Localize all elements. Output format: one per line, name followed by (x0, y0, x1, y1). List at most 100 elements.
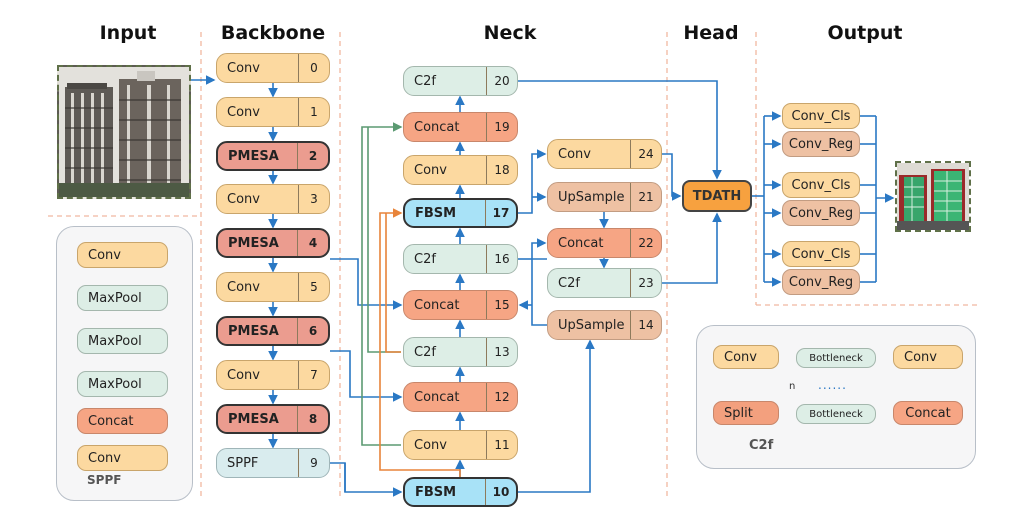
backbone-block-index: 2 (297, 143, 328, 169)
input-image (57, 65, 191, 199)
backbone-block-name: Conv (227, 367, 260, 383)
output-conv-cls-0[interactable]: Conv_Cls (782, 103, 860, 129)
fbsm17-to-conv24-arrow (518, 149, 547, 214)
c2f-concat[interactable]: Concat (893, 401, 963, 425)
neck-block-index: 15 (486, 291, 517, 319)
neck-block-15[interactable]: Concat 15 (403, 290, 518, 320)
header-neck: Neck (483, 22, 537, 44)
neck-side-block-index: 14 (630, 311, 661, 339)
backbone-block-index: 0 (298, 54, 329, 82)
header-backbone: Backbone (220, 22, 326, 44)
conv24-to-tdath-arrow (662, 153, 682, 201)
header-output: Output (827, 22, 903, 44)
neck-block-name: Concat (414, 297, 460, 313)
backbone-block-name: PMESA (228, 148, 279, 164)
neck-block-20[interactable]: C2f 20 (403, 66, 518, 96)
pmesa4-to-concat15-arrow (330, 258, 403, 310)
output-conv-reg-0[interactable]: Conv_Reg (782, 131, 860, 157)
neck-block-index: 12 (486, 383, 517, 411)
neck-block-index: 10 (485, 479, 516, 505)
sppf-block-1[interactable]: MaxPool (77, 285, 168, 311)
conv-reg-label: Conv_Reg (788, 274, 854, 290)
head-tdath-block[interactable]: TDATH (682, 180, 752, 212)
output-conv-cls-2[interactable]: Conv_Cls (782, 241, 860, 267)
sppf-block-label: MaxPool (88, 333, 142, 349)
c2f-conv-out[interactable]: Conv (893, 345, 963, 369)
c2f20-to-tdath-arrow (518, 80, 722, 180)
backbone-block-index: 1 (298, 98, 329, 126)
sppf-block-label: Conv (88, 247, 121, 263)
backbone-block-name: Conv (227, 60, 260, 76)
neck-block-index: 17 (485, 200, 516, 226)
backbone-block-0[interactable]: Conv 0 (216, 53, 330, 83)
neck-side-block-22[interactable]: Concat 22 (547, 228, 662, 258)
neck-block-name: C2f (414, 344, 436, 360)
backbone-block-index: 6 (297, 318, 328, 344)
c2f-bottleneck-top-label: Bottleneck (809, 352, 863, 364)
sppf-block-label: MaxPool (88, 376, 142, 392)
conv-cls-label: Conv_Cls (791, 108, 851, 124)
c2f13-to-fbsm17-line (385, 213, 401, 353)
sppf-block-5[interactable]: Conv (77, 445, 168, 471)
conv-reg-label: Conv_Reg (788, 136, 854, 152)
backbone-block-name: Conv (227, 279, 260, 295)
c2f13-to-concat19-line (367, 127, 401, 353)
sppf-block-label: Concat (88, 413, 134, 429)
c2f-conv-in[interactable]: Conv (713, 345, 779, 369)
neck-block-index: 18 (486, 156, 517, 184)
building-photo-icon (59, 67, 189, 197)
neck-block-name: Conv (414, 437, 447, 453)
neck-side-block-index: 22 (630, 229, 661, 257)
output-conv-reg-2[interactable]: Conv_Reg (782, 269, 860, 295)
output-conv-reg-1[interactable]: Conv_Reg (782, 200, 860, 226)
neck-side-block-index: 23 (630, 269, 661, 297)
sppf-block-2[interactable]: MaxPool (77, 328, 168, 354)
sppf-block-3[interactable]: MaxPool (77, 371, 168, 397)
backbone-block-1[interactable]: Conv 1 (216, 97, 330, 127)
sppf-block-4[interactable]: Concat (77, 408, 168, 434)
c2f-bottleneck-top[interactable]: Bottleneck (796, 348, 876, 368)
c2f-bottleneck-bottom[interactable]: Bottleneck (796, 404, 876, 424)
output-conv-cls-1[interactable]: Conv_Cls (782, 172, 860, 198)
neck-block-index: 20 (486, 67, 517, 95)
sppf-block-label: Conv (88, 450, 121, 466)
backbone-block-2[interactable]: PMESA 2 (216, 141, 330, 171)
c2f-n-label: n (789, 381, 796, 392)
conv-reg-label: Conv_Reg (788, 205, 854, 221)
backbone-block-6[interactable]: PMESA 6 (216, 316, 330, 346)
backbone-block-name: Conv (227, 104, 260, 120)
backbone-block-name: PMESA (228, 411, 279, 427)
conv-cls-label: Conv_Cls (791, 246, 851, 262)
sppf-block-0[interactable]: Conv (77, 242, 168, 268)
c2f-split[interactable]: Split (713, 401, 779, 425)
backbone-block-name: PMESA (228, 323, 279, 339)
fbsm10-to-fbsm17-arrow (379, 208, 461, 477)
neck-block-name: C2f (414, 73, 436, 89)
c2f-panel-title: C2f (749, 438, 774, 453)
pmesa6-to-concat12-arrow (330, 350, 403, 402)
neck-side-block-name: Concat (558, 235, 604, 251)
backbone-block-index: 3 (298, 185, 329, 213)
conv-cls-label: Conv_Cls (791, 177, 851, 193)
backbone-block-index: 9 (298, 449, 329, 477)
sppf-block-label: MaxPool (88, 290, 142, 306)
